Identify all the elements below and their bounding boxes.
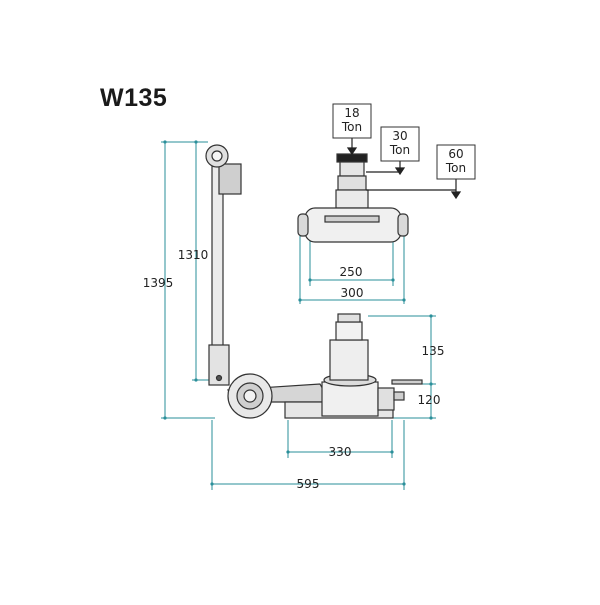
load-label-texts: 18 Ton 30 Ton 60 Ton [341,106,466,175]
jack-wheel [227,373,273,419]
dimension-lines [161,141,436,490]
load-label-boxes [332,103,476,180]
dim-saddle-outer: 300 [341,286,364,300]
load-30-value: 30 [392,129,407,143]
dim-min-height: 120 [418,393,441,407]
dim-overall-length: 595 [297,477,320,491]
jack-handle [205,144,242,386]
load-18-unit: Ton [341,120,362,134]
dim-overall-height: 1395 [143,276,174,290]
dim-saddle-inner: 250 [340,265,363,279]
dimension-labels: 1395 1310 250 300 135 120 330 595 [143,248,445,491]
load-arrows [346,138,462,200]
load-60-unit: Ton [445,161,466,175]
dim-ram-extension: 135 [422,344,445,358]
load-30-unit: Ton [389,143,410,157]
load-60-value: 60 [448,147,463,161]
dim-handle-height: 1310 [178,248,209,262]
dim-base-width: 330 [329,445,352,459]
jack-body [226,313,423,419]
load-18-value: 18 [344,106,359,120]
model-title: W135 [100,84,168,112]
saddle-view [297,153,409,243]
dimension-ticks [163,140,433,486]
